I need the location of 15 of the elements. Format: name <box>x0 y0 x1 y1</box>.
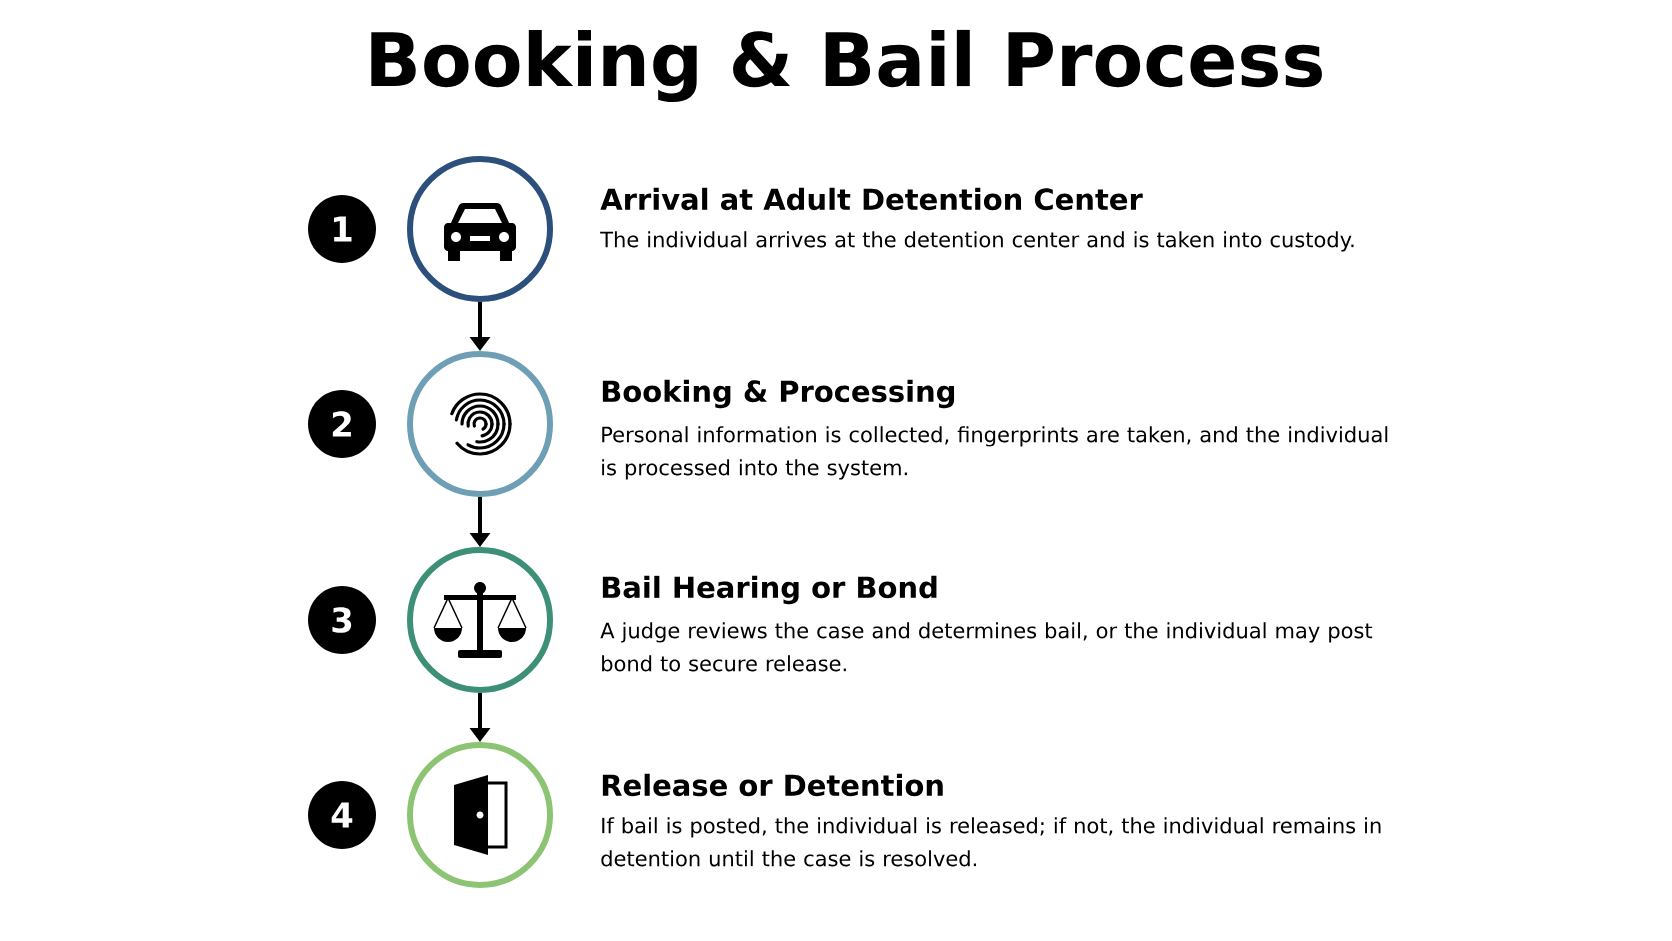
step-description: If bail is posted, the individual is released; if not, the individual remains in detention until the case is resolved. <box>601 817 1381 867</box>
number-badge: 3 <box>308 586 376 654</box>
step-description: Personal information is collected, fingerprints are taken, and the individual is processed into the system. <box>602 426 1388 480</box>
step-description: A judge reviews the case and determines bail, or the individual may post bond to secure release. <box>600 622 1373 672</box>
step-heading: Booking & Processing <box>602 379 955 409</box>
step-heading: Bail Hearing or Bond <box>602 575 937 605</box>
step-heading: Release or Detention <box>602 773 943 797</box>
step-circle <box>407 547 553 693</box>
number-badge: 1 <box>308 195 376 263</box>
number-badge: 4 <box>308 781 376 849</box>
step-description: The individual arrives at the detention center and is taken into custody. <box>600 231 1354 252</box>
step-heading: Arrival at Adult Detention Center <box>600 187 1143 211</box>
number-badge: 2 <box>308 390 376 458</box>
step-circle <box>407 351 553 497</box>
title: Booking & Bail Process <box>371 29 1322 103</box>
